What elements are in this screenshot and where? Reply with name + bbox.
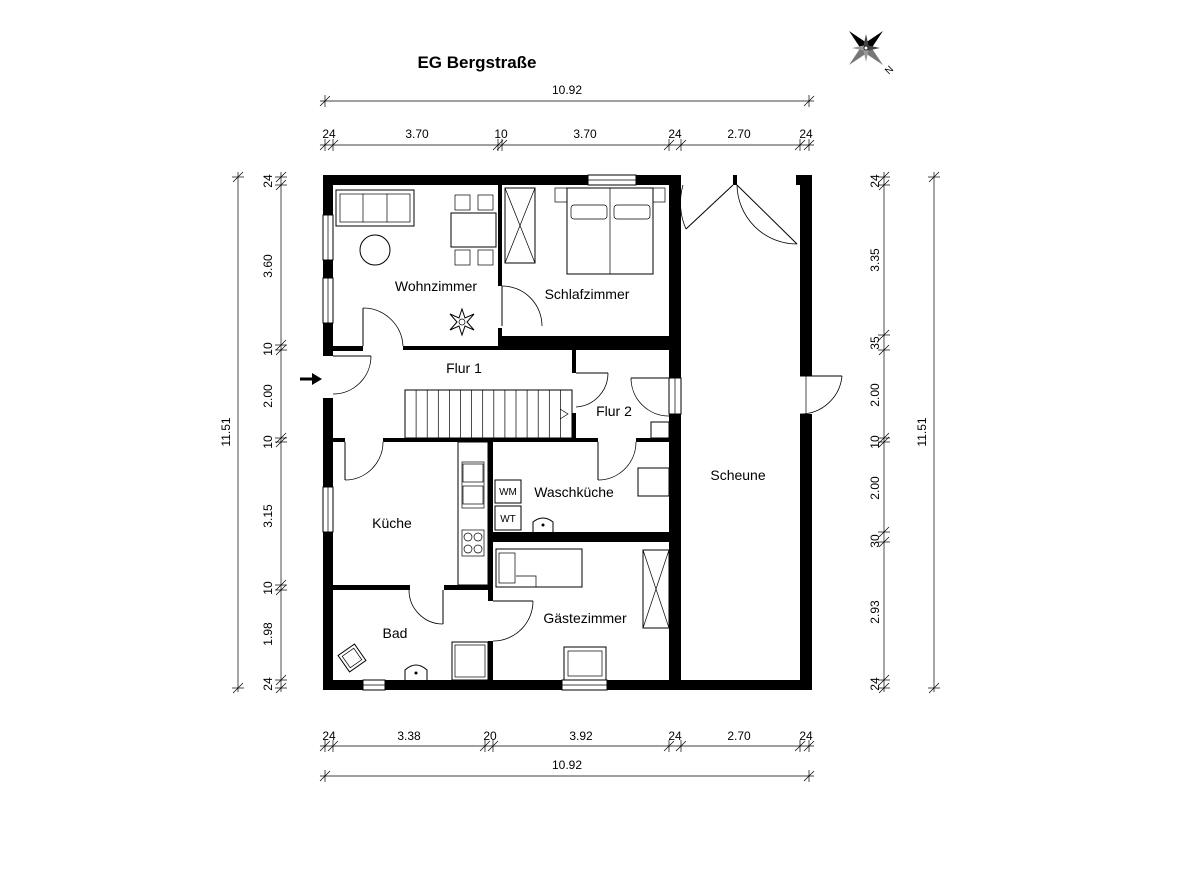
dim-left-seg-6: 3.15 — [261, 504, 275, 528]
dim-left-seg-7: 10 — [261, 581, 275, 595]
dim-top-seg-3: 10 — [494, 127, 508, 141]
dim-bottom-seg-1: 24 — [322, 729, 336, 743]
dim-right-seg-1: 24 — [868, 174, 882, 188]
dim-top-seg-2: 3.70 — [405, 127, 429, 141]
dryer — [494, 505, 522, 531]
dim-right-seg-2: 3.35 — [868, 248, 882, 272]
dim-top-seg-5: 24 — [668, 127, 682, 141]
room-label-flur1: Flur 1 — [446, 360, 482, 376]
dim-left-seg-5: 10 — [261, 435, 275, 449]
dryer-label: WT — [500, 514, 516, 525]
dim-right-seg-5: 10 — [868, 435, 882, 449]
dim-left-segments: 24 3.60 10 2.00 10 3.15 10 1.98 24 — [261, 171, 287, 694]
dim-left-seg-9: 24 — [261, 677, 275, 691]
room-labels: Wohnzimmer Schlafzimmer Flur 1 Flur 2 Sc… — [372, 278, 766, 641]
dim-bottom-seg-6: 2.70 — [727, 729, 751, 743]
room-label-bad: Bad — [383, 625, 408, 641]
dim-right-seg-4: 2.00 — [868, 383, 882, 407]
plan-title: EG Bergstraße — [417, 53, 536, 72]
dim-right-segments: 24 3.35 35 2.00 10 2.00 30 2.93 24 — [868, 171, 890, 694]
dim-right-seg-3: 35 — [868, 336, 882, 350]
dim-right-seg-9: 24 — [868, 677, 882, 691]
dim-bottom-seg-3: 20 — [483, 729, 497, 743]
dim-right-seg-6: 2.00 — [868, 476, 882, 500]
windows — [322, 174, 682, 691]
dim-left-seg-3: 10 — [261, 342, 275, 356]
room-label-kueche: Küche — [372, 515, 412, 531]
dim-top-seg-1: 24 — [322, 127, 336, 141]
dim-right-seg-8: 2.93 — [868, 600, 882, 624]
doors — [323, 175, 843, 642]
dim-left-seg-2: 3.60 — [261, 254, 275, 278]
dim-top-seg-7: 24 — [799, 127, 813, 141]
dim-top-seg-6: 2.70 — [727, 127, 751, 141]
dim-bottom-seg-5: 24 — [668, 729, 682, 743]
dim-top-segments: 24 3.70 10 3.70 24 2.70 24 — [319, 127, 815, 151]
dim-bottom-seg-2: 3.38 — [397, 729, 421, 743]
dim-bottom-overall-label: 10.92 — [552, 758, 582, 772]
washing-machine — [494, 479, 522, 504]
compass-icon: N — [849, 31, 896, 77]
compass-north-label: N — [883, 64, 896, 77]
dim-right-seg-7: 30 — [868, 534, 882, 548]
dim-left-seg-8: 1.98 — [261, 622, 275, 646]
room-label-schlafzimmer: Schlafzimmer — [545, 286, 630, 302]
dim-top-overall-label: 10.92 — [552, 83, 582, 97]
dim-bottom-seg-7: 24 — [799, 729, 813, 743]
dim-left-seg-4: 2.00 — [261, 384, 275, 408]
dim-bottom-seg-4: 3.92 — [569, 729, 593, 743]
room-label-gaestezimmer: Gästezimmer — [543, 610, 627, 626]
room-label-scheune: Scheune — [710, 467, 765, 483]
dim-right-overall: 11.51 — [915, 171, 940, 694]
dim-left-overall: 11.51 — [219, 171, 244, 694]
room-label-flur2: Flur 2 — [596, 403, 632, 419]
dim-bottom-overall: 10.92 — [319, 758, 815, 782]
dim-top-seg-4: 3.70 — [573, 127, 597, 141]
furniture: WM WT — [335, 187, 670, 681]
room-label-waschkueche: Waschküche — [534, 484, 614, 500]
washing-machine-label: WM — [499, 487, 517, 498]
dim-left-seg-1: 24 — [261, 174, 275, 188]
dim-top-overall: 10.92 — [319, 83, 815, 107]
dim-bottom-segments: 24 3.38 20 3.92 24 2.70 24 — [319, 729, 815, 752]
dim-left-overall-label: 11.51 — [219, 417, 233, 446]
entrance-arrow-icon — [300, 373, 322, 385]
room-label-wohnzimmer: Wohnzimmer — [395, 278, 478, 294]
dim-right-overall-label: 11.51 — [915, 417, 929, 446]
